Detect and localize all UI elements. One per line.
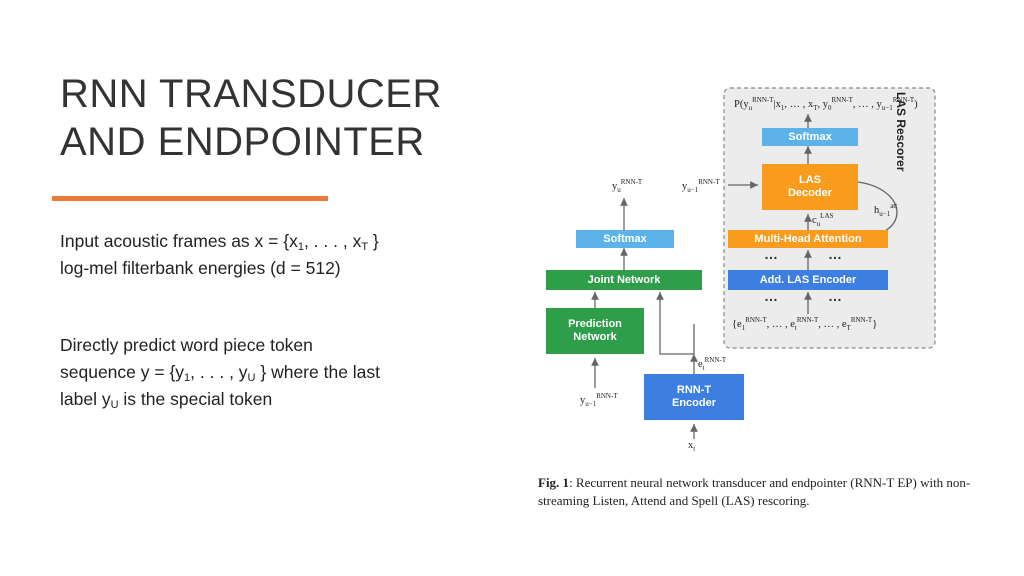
las-decoder-box: LAS Decoder xyxy=(762,164,858,210)
bullet-2-line-2: sequence y = {y1, . . . , yU } where the… xyxy=(60,359,480,386)
title-underline xyxy=(52,196,328,201)
bullet-1-sub-t: T xyxy=(361,241,369,253)
bullet-1-sub-1: 1 xyxy=(297,241,304,253)
title-line-2: AND ENDPOINTER xyxy=(60,120,425,164)
bullet-2-text-b: , . . . , y xyxy=(190,362,248,382)
caption-label: Fig. 1 xyxy=(538,475,570,490)
h-att-label: hu−1att xyxy=(874,202,898,218)
rnnt-softmax-box: Softmax xyxy=(576,230,674,248)
rnnt-encoder-line2: Encoder xyxy=(671,397,716,409)
rnnt-encoder-line1: RNN-T xyxy=(676,384,712,396)
bullet-2-text-e: is the special token xyxy=(118,389,273,409)
bullet-2-line-3: label yU is the special token xyxy=(60,386,480,413)
dots-2: … xyxy=(828,246,842,262)
bullet-1-text-b: , . . . , x xyxy=(303,231,362,251)
multi-head-attention-box: Multi-Head Attention xyxy=(728,230,888,248)
y-u-rnnt-label: yuRNN-T xyxy=(612,178,643,194)
slide-title: RNN TRANSDUCER AND ENDPOINTER xyxy=(60,70,480,166)
bullet-1-text-a: Input acoustic frames as x = {x xyxy=(60,231,298,251)
dots-4: … xyxy=(828,288,842,304)
slide-body: Input acoustic frames as x = {x1, . . . … xyxy=(60,228,480,413)
prediction-network-box: Prediction Network xyxy=(546,308,644,354)
las-decoder-line1: LAS xyxy=(799,174,821,186)
bullet-2-sub-u2: U xyxy=(110,399,119,411)
las-decoder-line2: Decoder xyxy=(787,187,833,199)
bullet-2-line-1: Directly predict word piece token xyxy=(60,335,313,355)
e-t-rnnt-label: etRNN-T xyxy=(698,356,727,372)
bullet-2-text-d: label y xyxy=(60,389,111,409)
dots-3: … xyxy=(764,288,778,304)
title-line-1: RNN TRANSDUCER xyxy=(60,72,442,116)
caption-text: : Recurrent neural network transducer an… xyxy=(538,475,971,508)
bullet-1-line-2: log-mel filterbank energies (d = 512) xyxy=(60,258,341,278)
bullet-1-text-c: } xyxy=(368,231,379,251)
rnnt-encoder-box: RNN-T Encoder xyxy=(644,374,744,420)
rnnt-figure: LAS Rescorer P(yuRNN-T|x1, … , xT, y0RNN… xyxy=(522,84,992,464)
bullet-1-line-1: Input acoustic frames as x = {x1, . . . … xyxy=(60,228,480,255)
figure-caption: Fig. 1: Recurrent neural network transdu… xyxy=(538,474,978,510)
joint-network-box: Joint Network xyxy=(546,270,702,290)
las-softmax-box: Softmax xyxy=(762,128,858,146)
las-rescorer-label: LAS Rescorer xyxy=(894,92,908,172)
dots-1: … xyxy=(764,246,778,262)
x-t-label: xt xyxy=(688,440,696,453)
bullet-2-sub-1: 1 xyxy=(184,372,191,384)
prediction-network-line2: Network xyxy=(573,331,617,343)
bullet-2-text-c: } where the last xyxy=(255,362,381,382)
bullet-2-sub-u: U xyxy=(247,372,256,384)
probability-expression: P(yuRNN-T|x1, … , xT, y0RNN-T, … , yu−1R… xyxy=(734,96,918,112)
y-u1-top-label: yu−1RNN-T xyxy=(682,178,720,194)
c-u-las-label: cuLAS xyxy=(812,212,834,228)
prediction-network-line1: Prediction xyxy=(568,318,622,330)
add-las-encoder-box: Add. LAS Encoder xyxy=(728,270,888,290)
bullet-2-text-a: sequence y = {y xyxy=(60,362,185,382)
e-set-label: {e1RNN-T, … , etRNN-T, … , eTRNN-T} xyxy=(732,316,878,332)
y-u1-bottom-label: yu−1RNN-T xyxy=(580,392,618,408)
